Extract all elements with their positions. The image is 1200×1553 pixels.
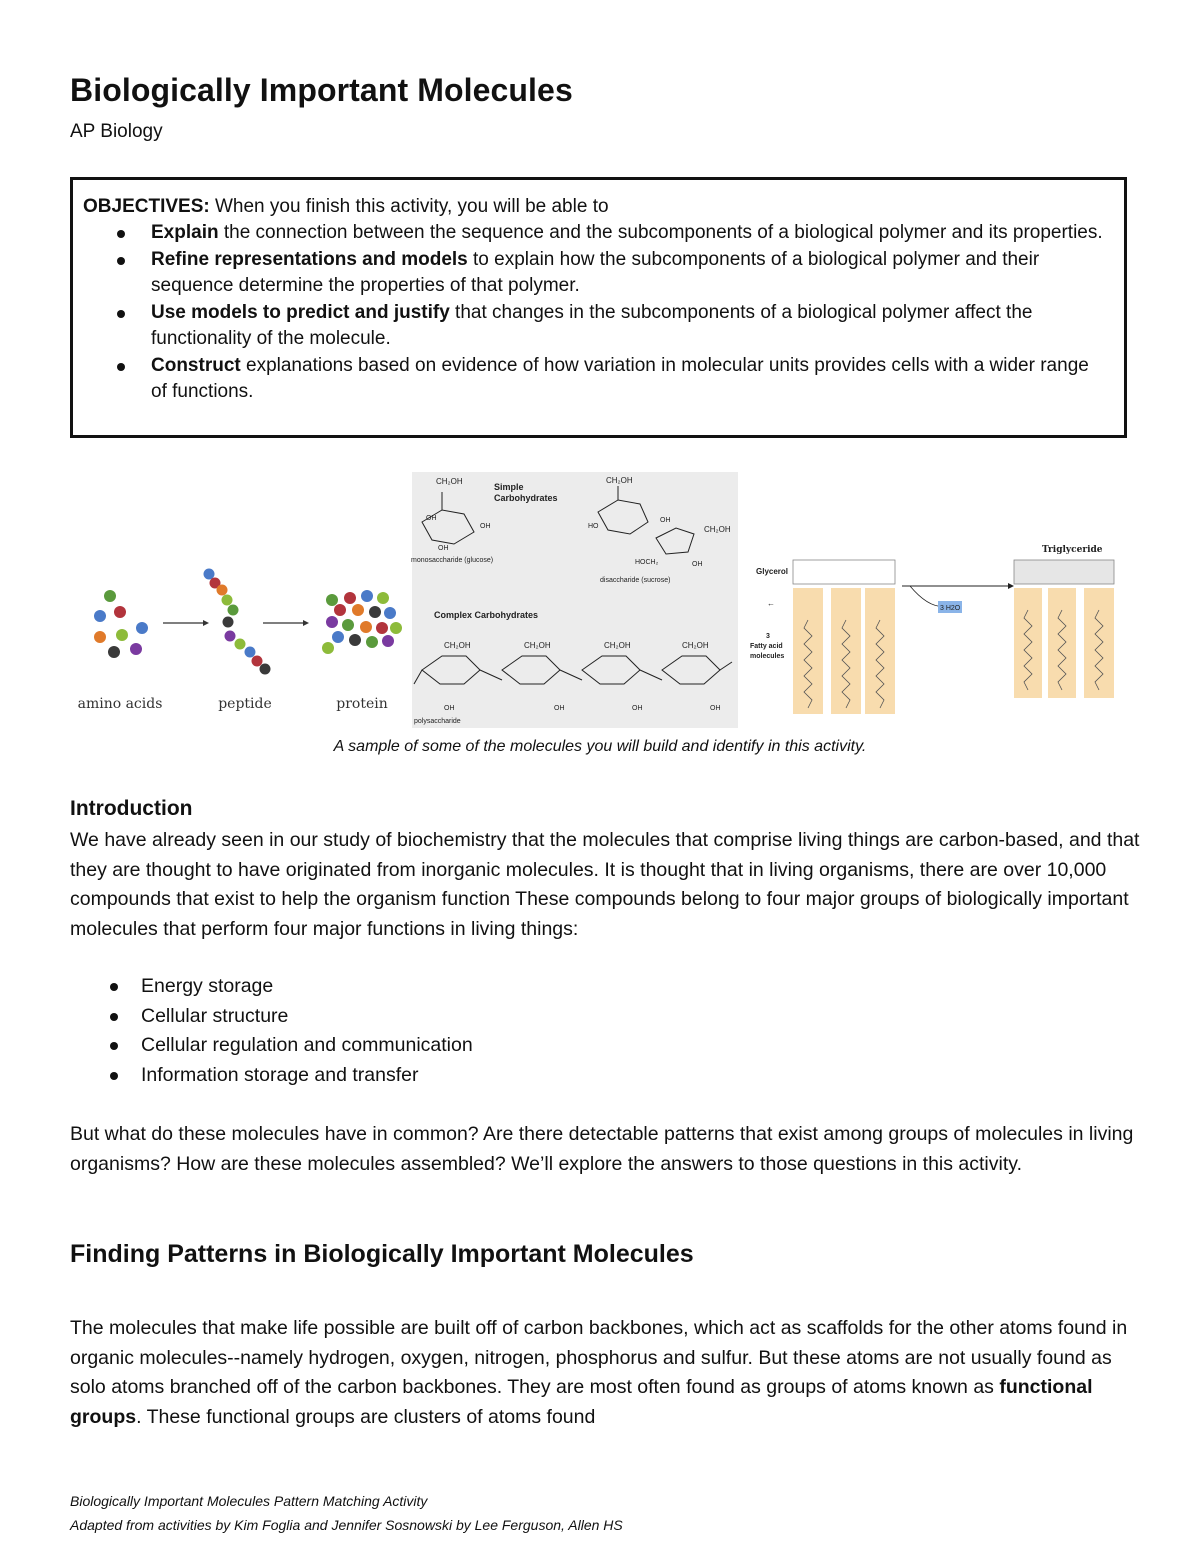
objective-item: Use models to predict and justify that c… [73, 300, 1113, 353]
function-item: Information storage and transfer [70, 1061, 473, 1091]
svg-text:←: ← [767, 599, 775, 608]
svg-text:OH: OH [710, 705, 721, 712]
introduction-heading: Introduction [70, 797, 193, 820]
monosaccharide-label: monosaccharide (glucose) [411, 557, 493, 564]
lipid-diagram: Glycerol 3 Fatty acid molecules ← 3 H2O … [750, 545, 1115, 714]
water-label: 3 H2O [940, 605, 961, 612]
objective-verb: Use models to predict and justify [151, 301, 450, 323]
svg-text:CH₂OH: CH₂OH [524, 641, 551, 650]
svg-text:CH₂OH: CH₂OH [704, 525, 731, 534]
peptide-chain [203, 568, 271, 675]
objective-item: Construct explanations based on evidence… [73, 353, 1113, 406]
svg-text:OH: OH [660, 517, 671, 524]
objectives-box: OBJECTIVES: When you finish this activit… [70, 177, 1127, 438]
footer-line-2: Adapted from activities by Kim Foglia an… [70, 1517, 623, 1533]
objective-text: explanations based on evidence of how va… [151, 354, 1089, 403]
fatty-acid-label: 3 Fatty acid molecules [750, 633, 785, 660]
svg-text:CH₂OH: CH₂OH [682, 641, 709, 650]
svg-text:CH₂OH: CH₂OH [606, 476, 633, 485]
svg-text:CH₂OH: CH₂OH [436, 477, 463, 486]
svg-text:OH: OH [438, 545, 449, 552]
molecules-figure: amino acids peptide protein CH₂OH OH OH … [78, 472, 1115, 728]
svg-text:OH: OH [426, 515, 437, 522]
glycerol-label: Glycerol [756, 567, 788, 576]
patterns-heading: Finding Patterns in Biologically Importa… [70, 1240, 694, 1268]
triglyceride-label: Triglyceride [1042, 545, 1103, 555]
objectives-intro-text: When you finish this activity, you will … [209, 196, 609, 217]
complex-carbs-title: Complex Carbohydrates [434, 610, 538, 620]
amino-acids-cluster [94, 590, 148, 658]
svg-text:OH: OH [632, 705, 643, 712]
carbohydrate-diagram: CH₂OH OH OH OH monosaccharide (glucose) … [411, 472, 738, 728]
objectives-heading: OBJECTIVES: [83, 196, 210, 217]
peptide-label: peptide [218, 696, 272, 712]
objective-item: Explain the connection between the seque… [73, 220, 1113, 247]
patterns-paragraph: The molecules that make life possible ar… [70, 1314, 1140, 1432]
protein-label: protein [336, 696, 388, 712]
svg-text:CH₂OH: CH₂OH [444, 641, 471, 650]
disaccharide-label: disaccharide (sucrose) [600, 577, 670, 584]
svg-text:OH: OH [692, 561, 703, 568]
objective-text: that changes in the subcomponents of a b… [151, 301, 1033, 350]
svg-text:OH: OH [480, 523, 491, 530]
objective-item: Refine representations and models to exp… [73, 247, 1113, 300]
svg-text:HO: HO [588, 523, 599, 530]
function-item: Energy storage [70, 972, 473, 1002]
objective-text: to explain how the subcomponents of a bi… [151, 248, 1040, 297]
patterns-text-start: The molecules that make life possible ar… [70, 1317, 1128, 1398]
footer-line-1: Biologically Important Molecules Pattern… [70, 1493, 428, 1509]
introduction-paragraph-1: We have already seen in our study of bio… [70, 829, 1140, 940]
function-item: Cellular regulation and communication [70, 1031, 473, 1061]
simple-carbs-title: Simple [494, 482, 524, 492]
svg-text:HOCH₂: HOCH₂ [635, 559, 659, 566]
objectives-list: Explain the connection between the seque… [73, 220, 1113, 406]
polysaccharide-label: polysaccharide [414, 718, 461, 725]
introduction-paragraph-2: But what do these molecules have in comm… [70, 1123, 1134, 1175]
objective-verb: Refine representations and models [151, 248, 468, 270]
patterns-bold-term: functional groups [70, 1376, 1093, 1428]
figure-caption: A sample of some of the molecules you wi… [333, 738, 867, 755]
objective-verb: Explain [151, 222, 219, 243]
amino-acids-label: amino acids [78, 696, 163, 712]
patterns-text-end: . These functional groups are clusters o… [136, 1405, 596, 1428]
page-title: Biologically Important Molecules [70, 72, 573, 108]
protein-folded [322, 590, 402, 654]
svg-text:Carbohydrates: Carbohydrates [494, 493, 558, 503]
protein-diagram: amino acids peptide protein [78, 568, 402, 712]
objective-text: the connection between the sequence and … [218, 222, 1103, 243]
svg-text:CH₂OH: CH₂OH [604, 641, 631, 650]
page-subtitle: AP Biology [70, 121, 163, 142]
functions-list: Energy storage Cellular structure Cellul… [70, 972, 473, 1090]
svg-text:OH: OH [444, 705, 455, 712]
function-item: Cellular structure [70, 1002, 473, 1032]
objectives-intro: OBJECTIVES: When you finish this activit… [83, 194, 609, 220]
svg-text:OH: OH [554, 705, 565, 712]
objective-verb: Construct [151, 354, 241, 376]
